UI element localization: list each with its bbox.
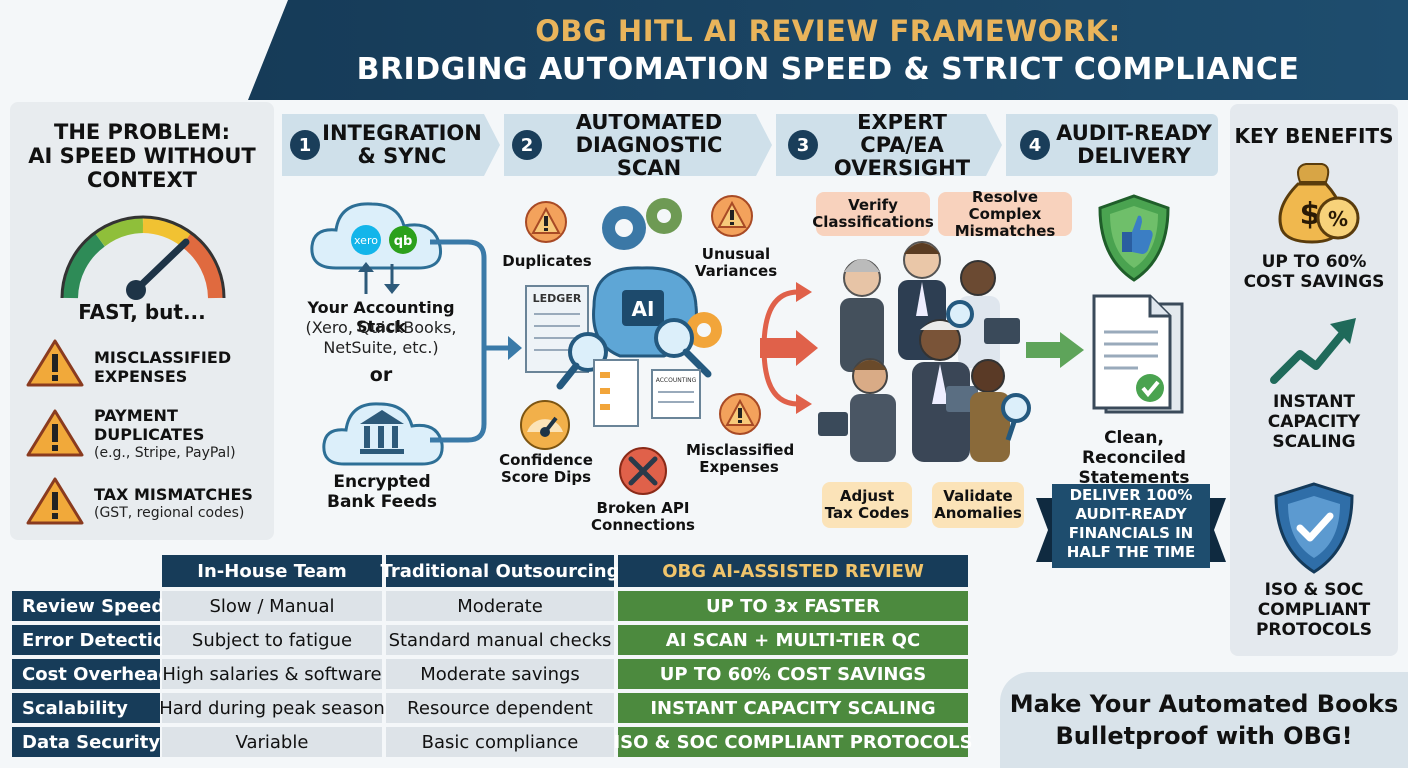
table-cell: Moderate — [386, 591, 614, 621]
table-cell: Basic compliance — [386, 727, 614, 757]
table-cell-obg: INSTANT CAPACITY SCALING — [618, 693, 968, 723]
table-header-outsourcing: Traditional Outsourcing — [381, 555, 619, 587]
stack-title: Your Accounting Stack — [307, 298, 455, 336]
table-cell: High salaries & software — [162, 659, 382, 689]
issue-api: Broken API Connections — [591, 499, 695, 534]
xero-logo-text: xero — [354, 234, 378, 247]
approved-shield-icon — [1098, 194, 1170, 282]
percent-symbol: % — [1328, 207, 1348, 231]
gauge-caption: FAST, but... — [78, 300, 206, 324]
header-title-line2: BRIDGING AUTOMATION SPEED & STRICT COMPL… — [356, 52, 1300, 87]
table-header-obg: OBG AI-ASSISTED REVIEW — [618, 555, 968, 587]
problem-title: THE PROBLEM: AI SPEED WITHOUT CONTEXT — [28, 120, 256, 192]
table-row-label: Review Speed — [12, 591, 164, 621]
statements-document-icon — [1092, 294, 1184, 414]
table-cell: Variable — [162, 727, 382, 757]
step-2-scan: 2 AUTOMATED DIAGNOSTIC SCAN — [504, 114, 772, 176]
bank-feeds-label: Encrypted Bank Feeds — [326, 472, 438, 512]
delivery-banner-ribbon — [1036, 484, 1226, 568]
table-cell-obg: UP TO 60% COST SAVINGS — [618, 659, 968, 689]
benefit-cost-savings: UP TO 60% COST SAVINGS — [1243, 252, 1385, 292]
broken-tools-icon — [619, 447, 667, 495]
stack-detail: (Xero, QuickBooks, NetSuite, etc.) — [305, 318, 457, 357]
issue-misclassified: Misclassified Expenses — [686, 441, 795, 476]
quickbooks-logo-text: qb — [394, 234, 413, 249]
warning-icon — [711, 195, 753, 237]
warning-icon — [525, 201, 567, 243]
table-row-label: Scalability — [12, 693, 160, 723]
warning-icon — [719, 393, 761, 435]
step-1-integration: 1 INTEGRATION & SYNC — [282, 114, 500, 176]
step-number: 1 — [290, 130, 320, 160]
table-cell: Subject to fatigue — [162, 625, 382, 655]
table-cell: Hard during peak season — [159, 693, 385, 723]
ledger-label: LEDGER — [533, 292, 582, 305]
delivery-banner-text: DELIVER 100% AUDIT-READY FINANCIALS IN H… — [1066, 486, 1196, 561]
gears-icon — [602, 198, 682, 250]
header-title-line1: OBG HITL AI REVIEW FRAMEWORK: — [535, 14, 1121, 48]
fan-out-arrows-icon — [760, 282, 818, 414]
warning-icon — [26, 339, 84, 387]
table-cell-obg: UP TO 3x FASTER — [618, 591, 968, 621]
table-row-label: Data Security — [12, 727, 160, 757]
warning-icon — [26, 477, 84, 525]
warning-icon — [26, 409, 84, 457]
cta-panel — [1000, 672, 1408, 768]
step-number: 4 — [1020, 130, 1050, 160]
sync-arrows-icon — [358, 262, 400, 294]
problem-item-misclassified: MISCLASSIFIED EXPENSES — [94, 348, 232, 386]
issue-confidence: Confidence Score Dips — [499, 451, 593, 486]
growth-arrow-icon — [1270, 318, 1356, 384]
step-4-delivery: 4 AUDIT-READY DELIVERY — [1006, 114, 1218, 176]
table-cell-obg: ISO & SOC COMPLIANT PROTOCOLS — [613, 727, 973, 757]
table-cell: Slow / Manual — [162, 591, 382, 621]
table-cell-obg: AI SCAN + MULTI-TIER QC — [618, 625, 968, 655]
issue-duplicates: Duplicates — [502, 252, 592, 270]
cpa-team-icon — [818, 241, 1031, 462]
right-arrow-icon — [1026, 332, 1084, 368]
security-shield-icon — [1274, 482, 1354, 574]
table-cell: Moderate savings — [386, 659, 614, 689]
step-3-oversight: 3 EXPERT CPA/EA OVERSIGHT — [776, 114, 1002, 176]
table-row-label: Error Detection — [12, 625, 178, 655]
benefit-capacity: INSTANT CAPACITY SCALING — [1267, 392, 1361, 452]
table-cell: Standard manual checks — [386, 625, 614, 655]
ai-chip-label: AI — [632, 297, 655, 321]
money-bag-icon: $ % — [1278, 163, 1360, 244]
or-text: or — [369, 364, 393, 386]
step-number: 3 — [788, 130, 818, 160]
problem-panel — [10, 102, 274, 540]
confidence-gauge-icon — [520, 400, 570, 450]
issue-variances: Unusual Variances — [694, 245, 778, 280]
header-band — [248, 0, 1408, 100]
bank-cloud-icon — [322, 402, 444, 466]
benefit-compliance: ISO & SOC COMPLIANT PROTOCOLS — [1255, 580, 1373, 640]
statements-label: Clean, Reconciled Statements — [1078, 428, 1190, 488]
problem-item-tax: TAX MISMATCHES (GST, regional codes) — [94, 485, 253, 521]
step-number: 2 — [512, 130, 542, 160]
table-cell: Resource dependent — [386, 693, 614, 723]
speed-gauge-icon — [60, 215, 226, 300]
problem-item-duplicates: PAYMENT DUPLICATES (e.g., Stripe, PayPal… — [94, 406, 236, 461]
table-row-label: Cost Overhead — [12, 659, 171, 689]
table-header-inhouse: In-House Team — [162, 555, 382, 587]
ai-brain-scan-icon: LEDGER AI ACCOUNTING — [525, 266, 722, 427]
benefits-title: KEY BENEFITS — [1234, 124, 1394, 148]
accounting-cloud-icon: xero qb — [310, 202, 443, 270]
receipt-label: ACCOUNTING — [656, 377, 697, 384]
merge-arrow-icon — [430, 239, 522, 443]
dollar-symbol: $ — [1300, 197, 1321, 232]
cta-text: Make Your Automated Books Bulletproof wi… — [1009, 690, 1399, 750]
